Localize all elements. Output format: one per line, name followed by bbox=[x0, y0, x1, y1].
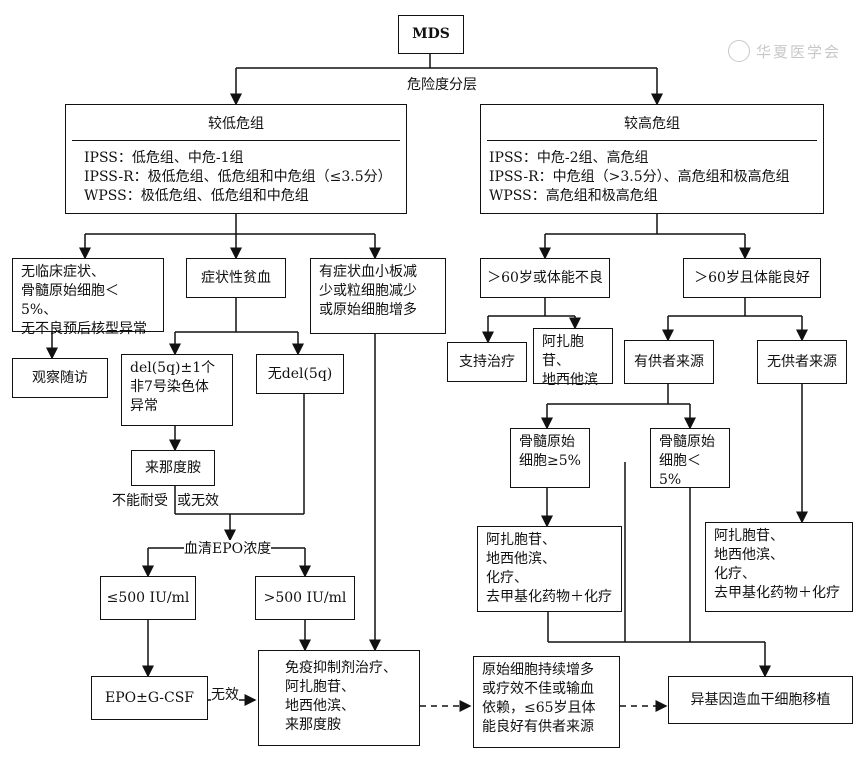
higher-risk-title: 较高危组 bbox=[624, 116, 680, 132]
higher-risk-ipss: IPSS：中危-2组、高危组 bbox=[489, 150, 649, 166]
immunosuppressive-node: 免疫抑制剂治疗、 阿扎胞苷、 地西他滨、 来那度胺 bbox=[258, 650, 420, 746]
thrombocytopenia-node: 有症状血小板减 少或粒细胞减少 或原始细胞增多 bbox=[310, 258, 446, 334]
has-donor-node: 有供者来源 bbox=[624, 340, 714, 384]
persistent-blast-node: 原始细胞持续增多 或疗效不佳或输血 依赖，≤65岁且体 能良好有供者来源 bbox=[473, 656, 620, 748]
ineffective-or-label: 或无效 bbox=[177, 492, 219, 510]
risk-strata-label: 危险度分层 bbox=[407, 76, 477, 94]
over60-good-node: ＞60岁且体能良好 bbox=[683, 258, 821, 298]
seal-icon bbox=[727, 40, 750, 62]
divider bbox=[487, 140, 817, 141]
higher-risk-wpss: WPSS：高危组和极高危组 bbox=[489, 188, 658, 204]
lower-risk-box: 较低危组 IPSS：低危组、中危-1组 IPSS-R：极低危组、低危组和中危组（… bbox=[65, 104, 407, 214]
mds-node: MDS bbox=[398, 15, 464, 54]
observe-node: 观察随访 bbox=[12, 358, 108, 398]
epo-high-node: >500 IU/ml bbox=[255, 576, 355, 620]
chemo-left-node: 阿扎胞苷、 地西他滨、 化疗、 去甲基化药物＋化疗 bbox=[477, 526, 622, 612]
lenalidomide-node: 来那度胺 bbox=[131, 450, 215, 486]
intolerant-label: 不能耐受 bbox=[112, 492, 168, 510]
epo-low-node: ≤500 IU/ml bbox=[100, 576, 196, 620]
lower-risk-title: 较低危组 bbox=[208, 116, 264, 132]
no-del5q-node: 无del(5q) bbox=[256, 354, 344, 394]
lower-risk-wpss: WPSS：极低危组、低危组和中危组 bbox=[84, 188, 309, 204]
blast-lt5-node: 骨髓原始 细胞＜5% bbox=[650, 428, 730, 488]
epo-level-label: 血清EPO浓度 bbox=[184, 540, 272, 558]
higher-risk-ipssr: IPSS-R：中危组（>3.5分）、高危组和极高危组 bbox=[489, 169, 790, 185]
epo-gcsf-node: EPO±G-CSF bbox=[91, 676, 208, 720]
aza-dec-node: 阿扎胞苷、 地西他滨 bbox=[533, 328, 613, 388]
blast-ge5-node: 骨髓原始 细胞≥5% bbox=[510, 428, 590, 488]
over60-poor-node: ＞60岁或体能不良 bbox=[480, 258, 610, 298]
transplant-node: 异基因造血干细胞移植 bbox=[668, 676, 853, 724]
lower-risk-ipss: IPSS：低危组、中危-1组 bbox=[84, 150, 244, 166]
supportive-care-node: 支持治疗 bbox=[447, 342, 527, 382]
no-donor-node: 无供者来源 bbox=[757, 340, 847, 384]
watermark-text: 华夏医学会 bbox=[755, 42, 841, 61]
chemo-right-node: 阿扎胞苷、 地西他滨、 化疗、 去甲基化药物＋化疗 bbox=[705, 522, 853, 612]
lower-risk-ipssr: IPSS-R：极低危组、低危组和中危组（≤3.5分） bbox=[84, 169, 392, 185]
ineffective-label: 无效 bbox=[211, 686, 239, 704]
higher-risk-box: 较高危组 IPSS：中危-2组、高危组 IPSS-R：中危组（>3.5分）、高危… bbox=[480, 104, 824, 214]
watermark: 华夏医学会 bbox=[727, 40, 841, 62]
divider bbox=[72, 140, 400, 141]
symptomatic-anemia-node: 症状性贫血 bbox=[186, 258, 286, 298]
del5q-node: del(5q)±1个 非7号染色体 异常 bbox=[121, 354, 233, 426]
no-symptoms-node: 无临床症状、 骨髓原始细胞＜5%、 无不良预后核型异常 bbox=[12, 258, 164, 337]
